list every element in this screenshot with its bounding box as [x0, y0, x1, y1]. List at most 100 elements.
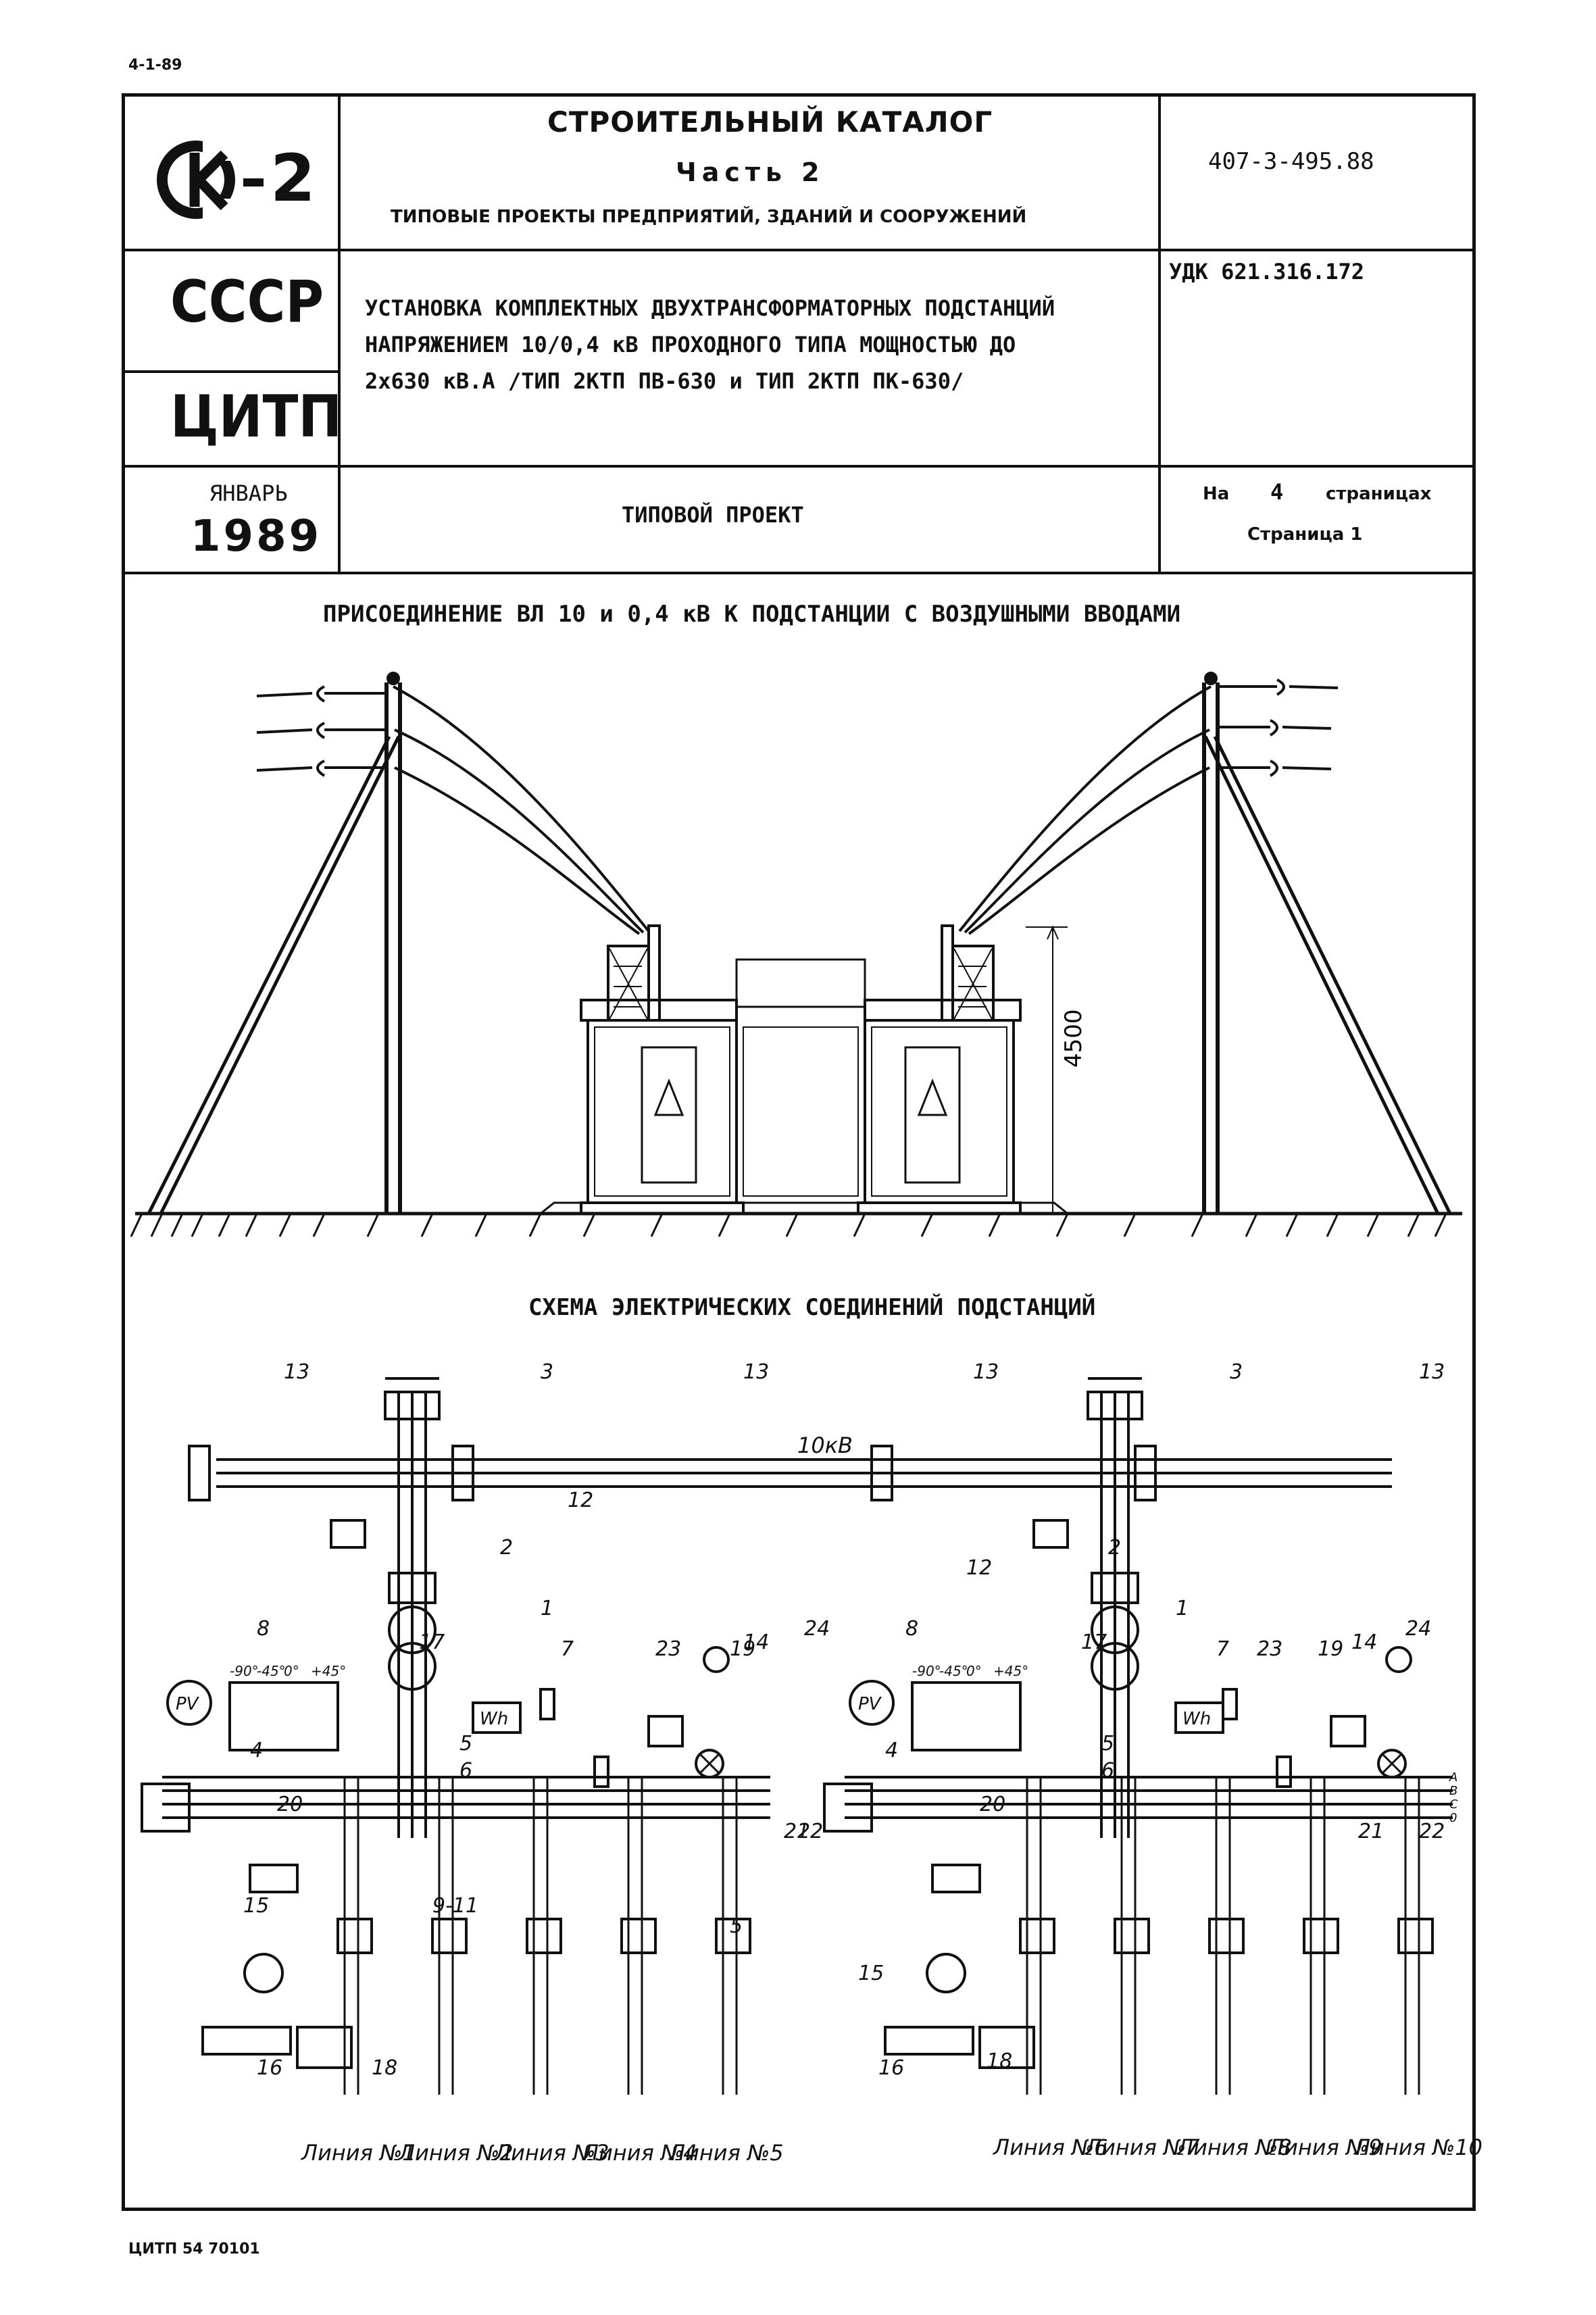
- callout-18: 17: [1081, 1631, 1107, 1654]
- voltage-switch-panel: [911, 1681, 1022, 1751]
- callout-31: 4: [250, 1739, 263, 1762]
- overhead-connection-drawing: 4500: [130, 672, 1462, 1237]
- header-divider-3: [122, 572, 1476, 574]
- feeder-fuse: [431, 1918, 468, 1954]
- catalog-subtitle: ТИПОВЫЕ ПРОЕКТЫ ПРЕДПРИЯТИЙ, ЗДАНИЙ И СО…: [391, 207, 1027, 227]
- callout-32: 4: [885, 1739, 898, 1762]
- callout-5: 3: [1230, 1360, 1243, 1384]
- callout-2: 3: [541, 1360, 553, 1384]
- header-divider-left: [122, 370, 340, 373]
- relay-19: [1330, 1715, 1366, 1747]
- line-label-4: Линия №4: [582, 2140, 697, 2166]
- callout-15: 8: [257, 1617, 270, 1641]
- callout-9: 2: [500, 1536, 513, 1560]
- voltmeter-circle: [849, 1680, 895, 1726]
- callout-19: 23: [655, 1637, 681, 1661]
- current-transformer-20: [249, 1864, 299, 1893]
- fuse-block: [1091, 1572, 1139, 1604]
- terminal-16: [884, 2026, 974, 2056]
- relay-19: [647, 1715, 684, 1747]
- callout-44: 18: [987, 2049, 1012, 2073]
- lamp-cross: [699, 1753, 720, 1774]
- org-label: ЦИТП: [170, 383, 343, 451]
- voltage-label: 10кВ: [797, 1433, 853, 1458]
- callout-38: 22: [1419, 1820, 1445, 1843]
- counter-15: [926, 1953, 966, 1993]
- line-label-10: Линия №10: [1354, 2135, 1482, 2160]
- callout-8: 12: [966, 1556, 992, 1580]
- catalog-logo: 2: [149, 120, 324, 235]
- catalog-part: Часть 2: [676, 157, 825, 187]
- callout-30: 6: [1101, 1759, 1114, 1783]
- callout-7: 12: [568, 1489, 593, 1512]
- switch-angle-label: +45°: [993, 1663, 1028, 1679]
- feeder-fuse: [1303, 1918, 1339, 1954]
- callout-28: 5: [1101, 1732, 1114, 1756]
- phase-label-B: B: [1449, 1784, 1457, 1798]
- switch-angle-label: 0°: [966, 1663, 982, 1679]
- feeder-fuse: [1397, 1918, 1434, 1954]
- voltmeter-label: PV: [858, 1694, 882, 1714]
- callout-10: 2: [1108, 1536, 1121, 1560]
- terminal-16: [201, 2026, 292, 2056]
- feeder-fuse: [1208, 1918, 1245, 1954]
- lamp-22: [1377, 1749, 1407, 1778]
- current-transformer-20: [931, 1864, 981, 1893]
- header-divider-1: [122, 249, 1476, 251]
- callout-43: 18: [372, 2056, 397, 2080]
- disconnector-box: [384, 1391, 441, 1420]
- pages-count: 4: [1270, 479, 1284, 505]
- footer-code: ЦИТП 54 70101: [128, 2241, 260, 2258]
- phase-label-0: 0: [1449, 1811, 1457, 1825]
- callout-34: 20: [980, 1793, 1005, 1816]
- energy-meter-label: Wh: [1182, 1709, 1211, 1729]
- callout-33: 20: [277, 1793, 303, 1816]
- callout-26: 14: [1351, 1631, 1377, 1654]
- line-disconnector-13: [1134, 1445, 1157, 1501]
- callout-42: 16: [878, 2056, 904, 2080]
- grounding-switch-12: [1032, 1519, 1069, 1549]
- switch-angle-label: -90°: [230, 1663, 259, 1679]
- callout-11: 1: [541, 1597, 553, 1620]
- document-type: ТИПОВОЙ ПРОЕКТ: [622, 502, 804, 528]
- page-frame: [122, 93, 1476, 2211]
- transformer-winding: [388, 1605, 437, 1654]
- project-title-line-3: 2х630 кВ.А /ТИП 2КТП ПВ-630 и ТИП 2КТП П…: [365, 368, 964, 394]
- line-label-2: Линия №2: [399, 2140, 514, 2166]
- issue-month: ЯНВАРЬ: [209, 480, 288, 506]
- line-disconnector-13: [188, 1445, 211, 1501]
- circuit-breaker-4: [823, 1783, 873, 1833]
- light-relay-24: [703, 1646, 730, 1673]
- relay-23: [1222, 1688, 1238, 1720]
- switch-angle-label: -45°: [257, 1663, 286, 1679]
- feeder-fuse: [1019, 1918, 1055, 1954]
- grounding-switch-12: [330, 1519, 366, 1549]
- pages-prefix: На: [1203, 484, 1230, 504]
- callout-46: 5: [730, 1914, 743, 1938]
- line-label-8: Линия №8: [1177, 2135, 1292, 2160]
- relay-23: [539, 1688, 555, 1720]
- callout-41: 16: [257, 2056, 282, 2080]
- page-number: Страница 1: [1247, 524, 1363, 545]
- callout-37: 22: [797, 1820, 823, 1843]
- issue-year: 1989: [191, 512, 322, 562]
- callout-14: 7: [1216, 1637, 1229, 1661]
- switch-angle-label: -45°: [939, 1663, 968, 1679]
- country-label: СССР: [170, 268, 324, 336]
- switch-angle-label: -90°: [912, 1663, 941, 1679]
- callout-3: 13: [743, 1360, 769, 1384]
- callout-16: 8: [905, 1617, 918, 1641]
- pages-suffix: страницах: [1326, 484, 1432, 504]
- callout-20: 23: [1257, 1637, 1282, 1661]
- callout-21: 19: [730, 1637, 755, 1661]
- callout-22: 19: [1318, 1637, 1343, 1661]
- callout-17: 17: [419, 1631, 445, 1654]
- energy-meter-box: [472, 1701, 522, 1734]
- resistor-21: [593, 1756, 609, 1788]
- terminal-18: [296, 2026, 353, 2069]
- header-vdivider-left: [338, 93, 341, 573]
- callout-1: 13: [284, 1360, 309, 1384]
- electrical-schematic: 10кВWhPV-90°-45°0°+45°WhPV-90°-45°0°+45°…: [141, 1360, 1458, 2095]
- feeder-fuse: [715, 1918, 751, 1954]
- project-code: 407-3-495.88: [1208, 148, 1374, 175]
